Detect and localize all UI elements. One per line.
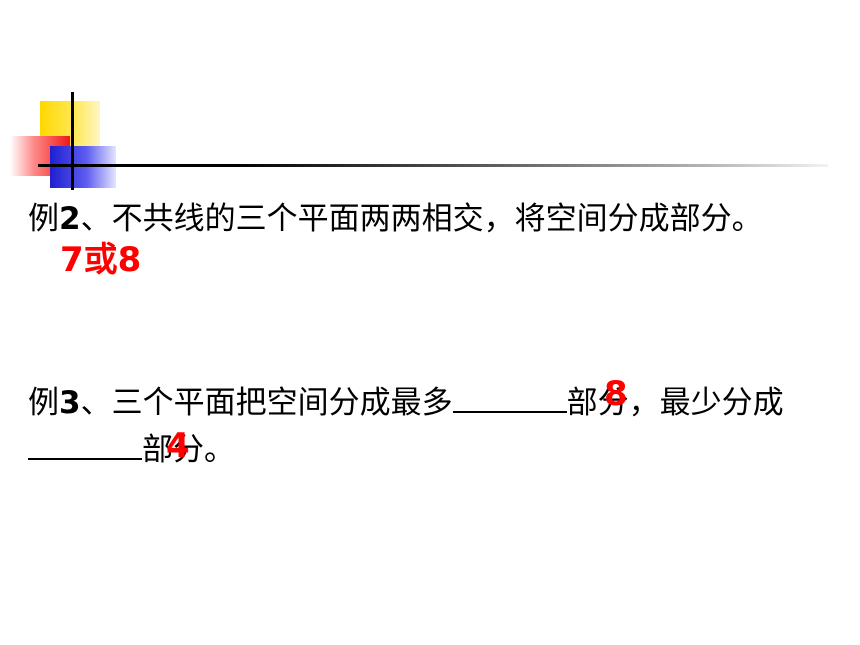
example-3-answer-max: 8 [604, 374, 628, 414]
example-3-label: 例 [28, 385, 59, 421]
example-3-answer-min: 4 [166, 426, 190, 466]
example-3-text-b: 部分，最少分成 [566, 385, 784, 421]
answer-blank-max [452, 385, 567, 413]
example-2-label: 例 [28, 201, 59, 237]
example-2-question: 例2、不共线的三个平面两两相交，将空间分成部分。 [28, 196, 828, 243]
example-2-number: 2 [59, 201, 81, 237]
decor-vertical-line [71, 92, 74, 190]
example-3-text-c: 部分。 [142, 432, 235, 468]
example-2-text: 、不共线的三个平面两两相交，将空间分成部分。 [80, 201, 763, 237]
answer-blank-min [28, 432, 142, 460]
example-2-answer: 7或8 [60, 240, 142, 280]
example-3-question: 例3、三个平面把空间分成最多 部分，最少分成部分。 [28, 380, 828, 474]
decor-horizontal-rule [38, 164, 828, 167]
example-3-number: 3 [59, 385, 81, 421]
example-3-text-a: 、三个平面把空间分成最多 [80, 385, 453, 421]
decor-blue-square [50, 146, 116, 188]
